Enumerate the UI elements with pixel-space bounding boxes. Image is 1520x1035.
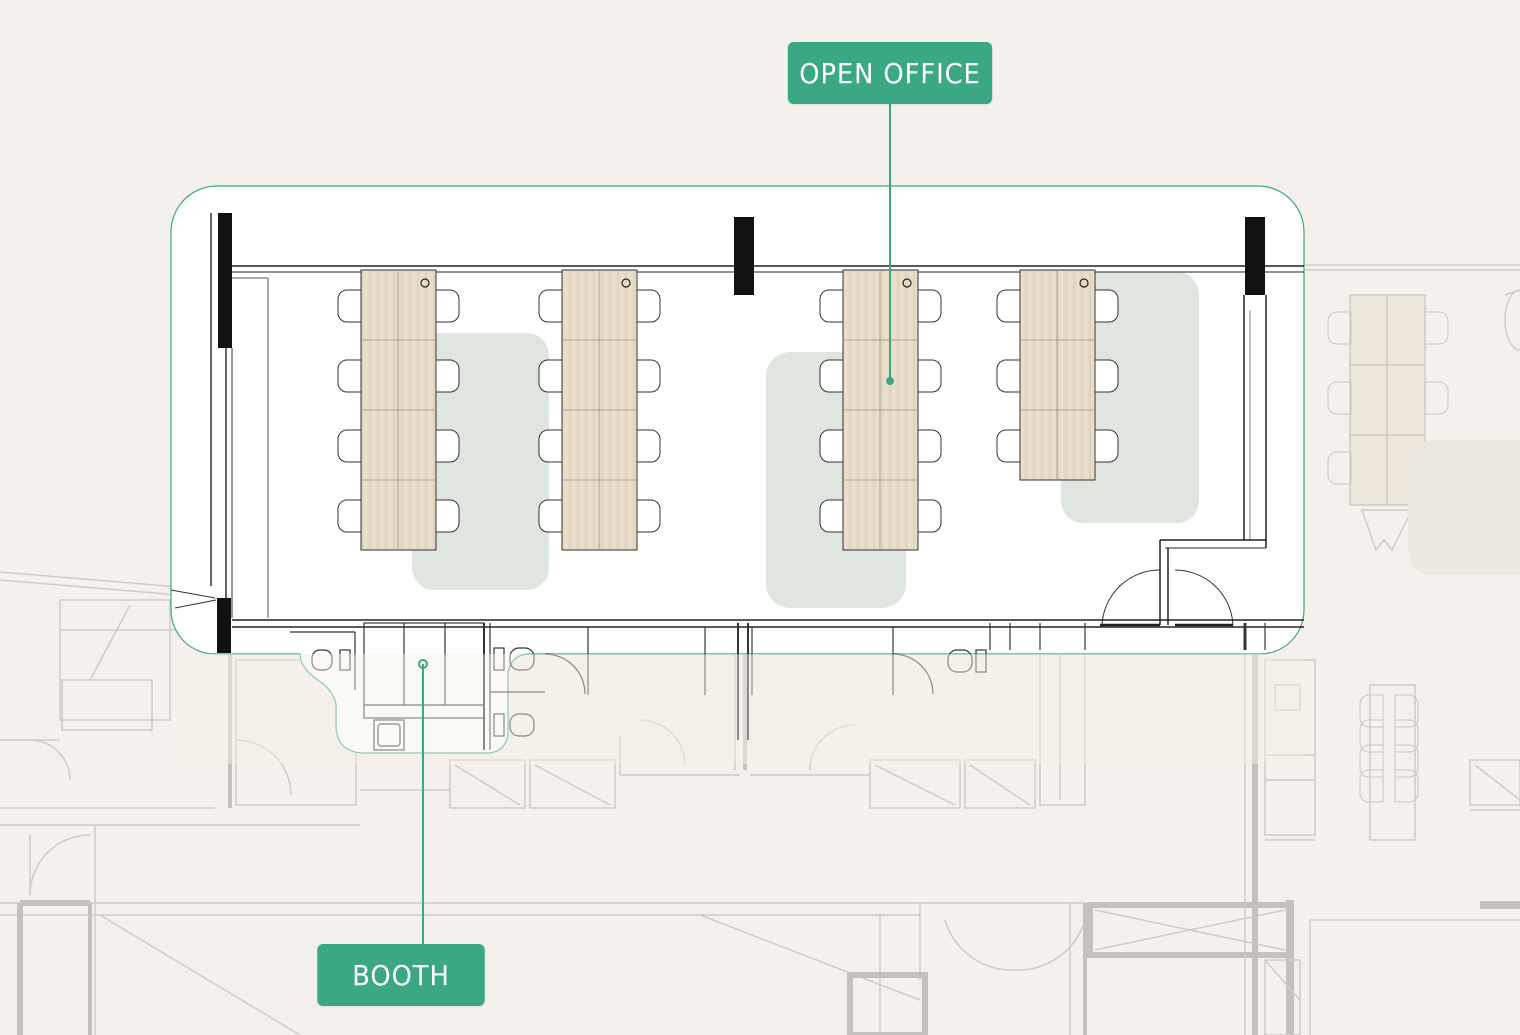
- desk-cluster-1: [337, 269, 460, 551]
- walls: [170, 213, 1304, 653]
- booth-callout[interactable]: BOOTH: [317, 944, 485, 1006]
- open-office-callout[interactable]: OPEN OFFICE: [787, 42, 993, 104]
- desk-cluster-3: [819, 269, 942, 551]
- desk-cluster-4: [996, 269, 1119, 481]
- open-office-label: OPEN OFFICE: [799, 56, 981, 90]
- desk-cluster-2: [538, 269, 661, 551]
- booth-label: BOOTH: [352, 958, 450, 992]
- fade-overlay: [171, 654, 1304, 764]
- pin-dot-icon: [886, 377, 894, 385]
- background-plan: [0, 264, 1520, 1035]
- pin-dot-icon: [418, 659, 428, 669]
